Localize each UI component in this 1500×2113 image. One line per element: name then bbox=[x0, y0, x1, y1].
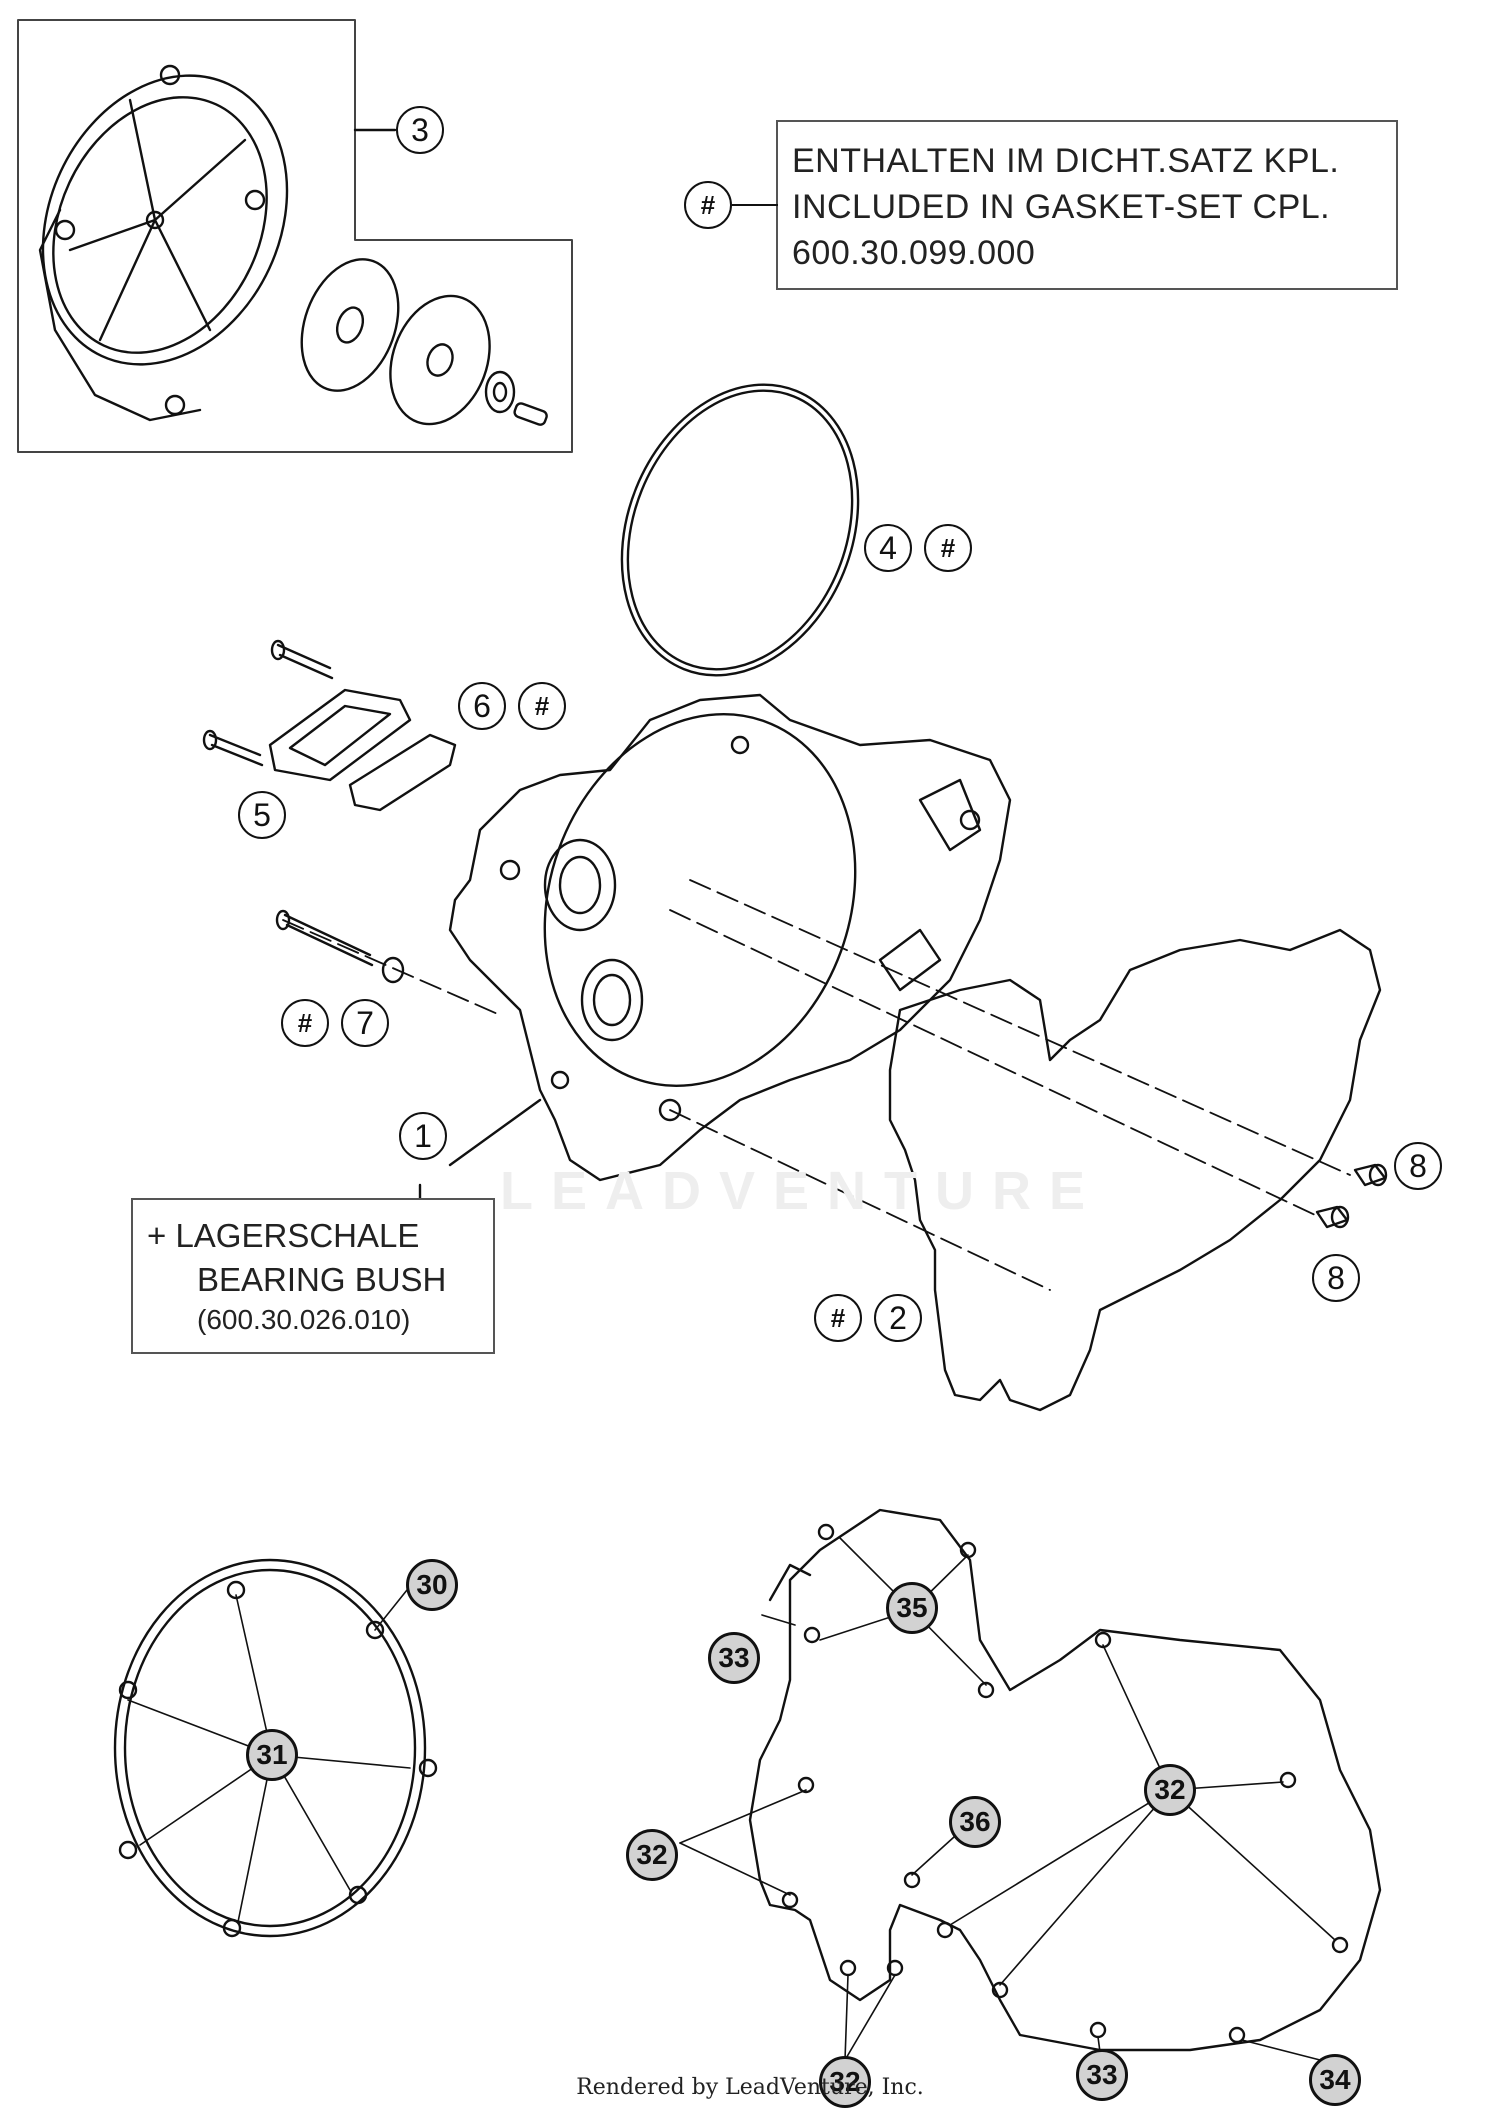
cover-plate-part-5 bbox=[268, 688, 412, 782]
callout-8-lower: 8 bbox=[1312, 1254, 1360, 1302]
callout-30: 30 bbox=[406, 1559, 458, 1611]
callout-32-left: 32 bbox=[626, 1829, 678, 1881]
callout-1: 1 bbox=[399, 1112, 447, 1160]
dowels-part-8 bbox=[1315, 1163, 1388, 1229]
note-leader bbox=[732, 204, 778, 206]
callout-hash-note: # bbox=[684, 181, 732, 229]
alignment-lines bbox=[282, 879, 1351, 1291]
gasket-part-6 bbox=[348, 733, 457, 812]
callout-5: 5 bbox=[238, 791, 286, 839]
bush-line-en: BEARING BUSH bbox=[197, 1261, 447, 1298]
clutch-cover-part-3 bbox=[38, 64, 289, 422]
callout-hash-6: # bbox=[518, 682, 566, 730]
callout-33-upper: 33 bbox=[708, 1632, 760, 1684]
callout-8-upper: 8 bbox=[1394, 1142, 1442, 1190]
footer-credit: Rendered by LeadVenture, Inc. bbox=[576, 2075, 924, 2100]
callout-hash-2: # bbox=[814, 1294, 862, 1342]
note-part-number: 600.30.099.000 bbox=[792, 234, 1036, 272]
leaders-lower-gasket bbox=[679, 1537, 1336, 2061]
bush-part-number: (600.30.026.010) bbox=[197, 1304, 411, 1335]
callout-6: 6 bbox=[458, 682, 506, 730]
callout-35: 35 bbox=[886, 1582, 938, 1634]
callout-2: 2 bbox=[874, 1294, 922, 1342]
bearing-bush-note: + LAGERSCHALE BEARING BUSH (600.30.026.0… bbox=[131, 1198, 495, 1354]
gasket-large-lower bbox=[748, 1508, 1382, 2052]
callout-4: 4 bbox=[864, 524, 912, 572]
callout-hash-7: # bbox=[281, 999, 329, 1047]
gasket-part-2 bbox=[888, 928, 1382, 1412]
callout-36: 36 bbox=[949, 1796, 1001, 1848]
part-3-box bbox=[17, 19, 573, 453]
crankcase-cover-part-1 bbox=[448, 693, 1012, 1182]
callout-7: 7 bbox=[341, 999, 389, 1047]
cover-discs bbox=[300, 258, 548, 426]
bush-line-de: + LAGERSCHALE bbox=[147, 1217, 420, 1254]
callout-32-bottom: 32 bbox=[819, 2056, 871, 2108]
gasket-part-30 bbox=[113, 1558, 438, 1938]
o-ring-part-4 bbox=[620, 383, 860, 677]
callout-3: 3 bbox=[396, 106, 444, 154]
leader-1 bbox=[448, 1098, 542, 1167]
callout-34: 34 bbox=[1309, 2054, 1361, 2106]
callout-hash-4: # bbox=[924, 524, 972, 572]
note-line-en: INCLUDED IN GASKET-SET CPL. bbox=[792, 188, 1331, 226]
watermark: LEADVENTURE bbox=[500, 1161, 1104, 1221]
bolts-part-5 bbox=[202, 639, 405, 984]
gasket-set-note: ENTHALTEN IM DICHT.SATZ KPL. INCLUDED IN… bbox=[776, 120, 1398, 290]
callout-31: 31 bbox=[246, 1729, 298, 1781]
gasket-holes bbox=[781, 1523, 1349, 2044]
note-line-de: ENTHALTEN IM DICHT.SATZ KPL. bbox=[792, 142, 1340, 180]
callout-32-right: 32 bbox=[1144, 1764, 1196, 1816]
callout-33-lower: 33 bbox=[1076, 2049, 1128, 2101]
